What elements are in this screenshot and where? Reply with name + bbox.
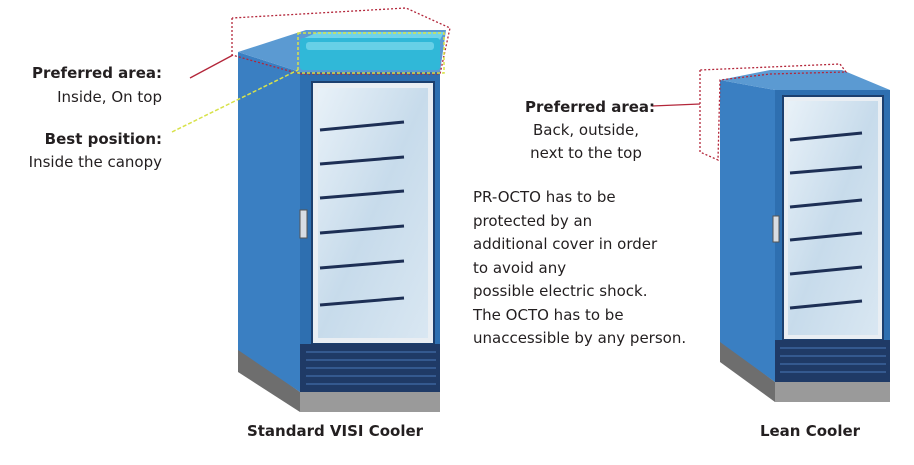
right-shelf-2	[789, 165, 863, 175]
octo-note: PR-OCTO has to be protected by an additi…	[473, 186, 686, 351]
right-preferred-label: Preferred area:	[525, 98, 656, 116]
right-cooler-grille-slats	[780, 347, 886, 373]
right-shelf-4	[789, 231, 863, 242]
note-line: unaccessible by any person.	[473, 329, 687, 347]
left-shelf-1	[319, 120, 405, 132]
note-line: protected by an	[473, 211, 593, 230]
right-preferred-line2: next to the top	[530, 144, 642, 162]
left-shelf-2	[319, 155, 405, 166]
right-cooler-grille	[775, 340, 890, 382]
left-best-leader	[171, 69, 299, 133]
right-cooler-base-front	[775, 382, 890, 402]
left-preferred-leader	[189, 54, 234, 79]
right-shelf-1	[789, 131, 863, 142]
left-shelf-3	[319, 189, 405, 200]
right-cooler-handle	[772, 215, 780, 243]
left-best-value: Inside the canopy	[28, 153, 162, 171]
left-best-label: Best position:	[44, 130, 162, 148]
right-shelf-5	[789, 265, 863, 276]
right-shelf-6	[789, 299, 863, 310]
left-shelf-5	[319, 259, 405, 270]
right-preferred-line1: Back, outside,	[532, 121, 640, 139]
left-cooler-grille-slats	[306, 351, 436, 385]
right-preferred-outline	[699, 63, 848, 161]
right-cooler-base	[720, 340, 775, 402]
right-cooler-caption: Lean Cooler	[759, 422, 861, 440]
left-cooler-base-front	[300, 392, 440, 412]
left-cooler-canopy-shine	[306, 42, 434, 50]
left-canopy-outline	[297, 32, 445, 74]
right-shelf-3	[789, 198, 863, 209]
left-cooler-side	[238, 52, 300, 392]
right-preferred-leader	[651, 103, 701, 107]
lean-cooler	[699, 63, 890, 402]
note-line: PR-OCTO has to be	[473, 188, 616, 206]
left-shelf-6	[319, 296, 405, 307]
note-line: The OCTO has to be	[473, 305, 624, 324]
note-line: additional cover in order	[473, 235, 658, 253]
note-line: possible electric shock.	[473, 282, 648, 300]
standard-visi-cooler	[231, 7, 451, 412]
left-preferred-label: Preferred area:	[31, 64, 162, 82]
left-shelf-4	[319, 224, 405, 235]
left-cooler-base	[238, 348, 300, 412]
left-preferred-value: Inside, On top	[57, 88, 162, 106]
note-line: to avoid any	[473, 258, 567, 277]
right-cooler-side	[720, 80, 775, 382]
left-cooler-handle	[299, 209, 308, 239]
left-cooler-caption: Standard VISI Cooler	[246, 422, 424, 440]
